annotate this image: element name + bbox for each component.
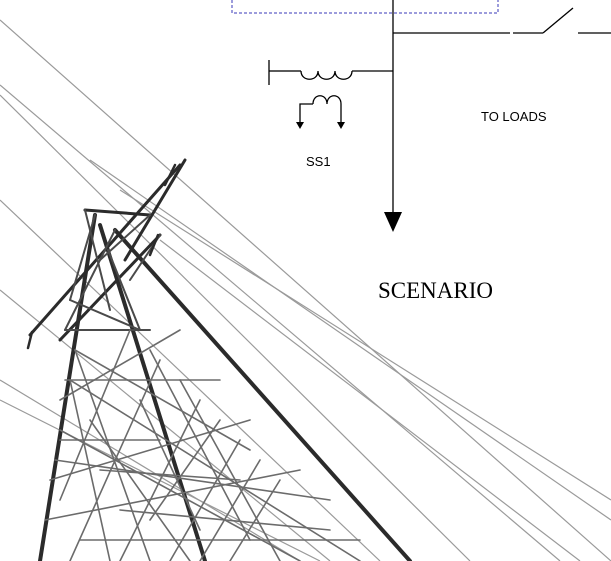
transformer-primary-coil-icon xyxy=(300,70,353,80)
open-switch-icon xyxy=(542,7,574,34)
substation-label: SS1 xyxy=(306,154,331,169)
substation-branch xyxy=(268,60,393,124)
to-loads-label: TO LOADS xyxy=(481,109,547,124)
dashed-boundary-box xyxy=(231,0,499,14)
output-arrow-left-icon xyxy=(296,122,304,129)
load-feeder xyxy=(393,7,611,34)
bus-arrow-down-icon xyxy=(384,212,402,232)
overhead-wires xyxy=(0,19,611,561)
scenario-title: SCENARIO xyxy=(378,278,494,303)
transformer-secondary-coil-icon xyxy=(312,95,342,105)
tower-structure xyxy=(26,158,412,561)
output-arrow-right-icon xyxy=(337,122,345,129)
